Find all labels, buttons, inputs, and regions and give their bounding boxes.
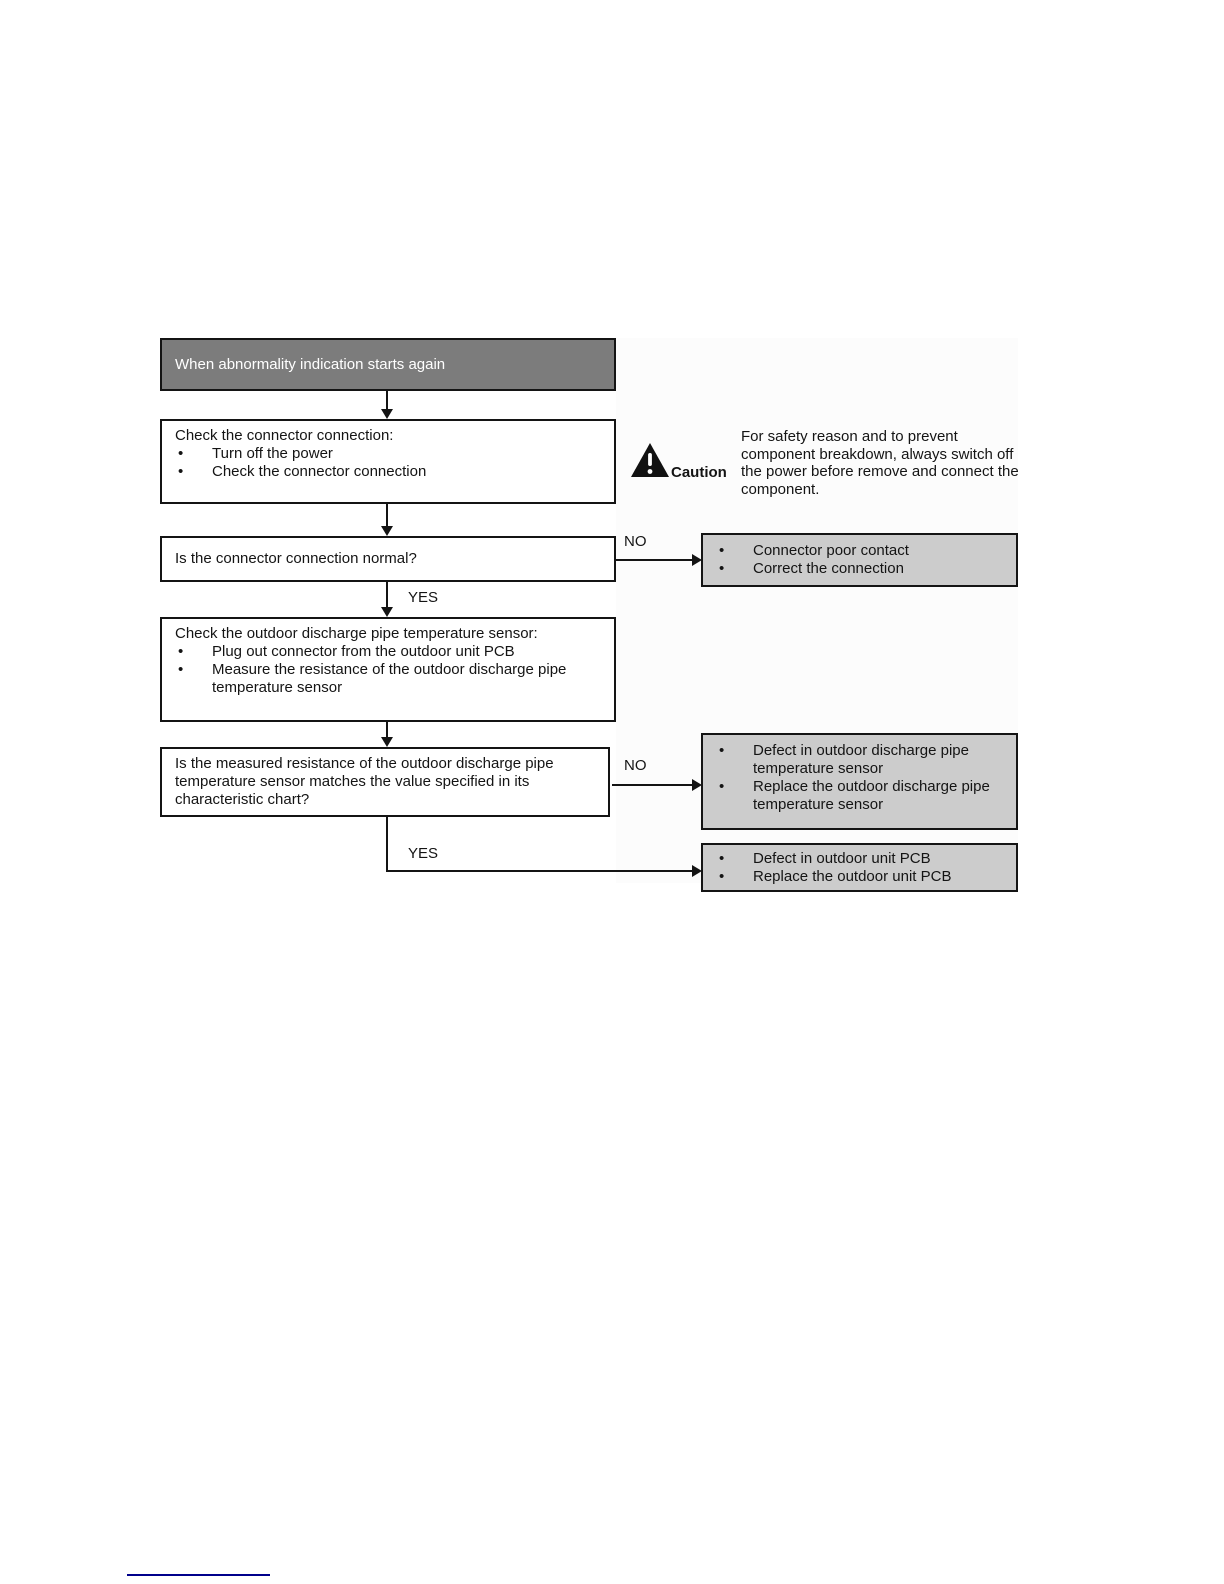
connector-line [386,722,388,738]
list-item-text: Replace the outdoor unit PCB [753,868,952,885]
connector-line [386,391,388,409]
connector-line [386,582,388,607]
edge-label-no: NO [624,533,647,550]
bullet-icon: • [719,778,725,795]
arrow-down-icon [381,409,393,419]
list-item-text: Defect in outdoor discharge pipe tempera… [753,742,969,777]
bullet-icon: • [719,742,725,759]
connector-line [386,504,388,527]
decision-question: Is the connector connection normal? [175,550,417,567]
list-item-text: Replace the outdoor discharge pipe tempe… [753,778,990,813]
connector-line [386,817,388,872]
arrow-down-icon [381,526,393,536]
list-item: • Plug out connector from the outdoor un… [175,643,606,661]
list-item: • Check the connector connection [175,463,606,481]
list-item: • Replace the outdoor unit PCB [716,868,1008,886]
connector-line [386,870,692,872]
connector-line [612,784,692,786]
list-item: • Replace the outdoor discharge pipe tem… [716,778,1008,814]
bullet-icon: • [178,643,184,660]
edge-label-yes: YES [408,589,439,606]
arrow-down-icon [381,607,393,617]
list-item: • Defect in outdoor discharge pipe tempe… [716,742,1008,778]
process-title: Check the outdoor discharge pipe tempera… [175,625,538,642]
arrow-right-icon [692,865,702,877]
list-item: • Connector poor contact [716,542,1008,560]
decision-resistance-match: Is the measured resistance of the outdoo… [160,747,610,817]
arrow-right-icon [692,554,702,566]
decision-connector-normal: Is the connector connection normal? [160,536,616,582]
list-item-text: Plug out connector from the outdoor unit… [212,643,515,660]
arrow-right-icon [692,779,702,791]
process-check-connector: Check the connector connection: • Turn o… [160,419,616,504]
list-item-text: Correct the connection [753,560,904,577]
list-item: • Correct the connection [716,560,1008,578]
process-title: Check the connector connection: [175,427,394,444]
edge-label-no: NO [624,757,647,774]
edge-label-yes: YES [408,845,439,862]
bullet-icon: • [178,661,184,678]
result-connector-poor-contact: • Connector poor contact • Correct the c… [701,533,1018,587]
process-check-sensor: Check the outdoor discharge pipe tempera… [160,617,616,722]
list-item: • Turn off the power [175,445,606,463]
list-item-text: Check the connector connection [212,463,427,480]
list-item: • Measure the resistance of the outdoor … [175,661,606,697]
bullet-icon: • [719,850,725,867]
bullet-icon: • [178,445,184,462]
decision-question: Is the measured resistance of the outdoo… [175,755,554,808]
list-item: • Defect in outdoor unit PCB [716,850,1008,868]
bullet-icon: • [719,542,725,559]
bullet-icon: • [719,868,725,885]
bullet-icon: • [178,463,184,480]
flowchart-start-node: When abnormality indication starts again [160,338,616,391]
caution-warning-icon [630,442,670,484]
footer-rule [127,1574,270,1576]
connector-line [616,559,692,561]
arrow-down-icon [381,737,393,747]
list-item-text: Connector poor contact [753,542,909,559]
list-item-text: Measure the resistance of the outdoor di… [212,661,567,696]
result-pcb-defect: • Defect in outdoor unit PCB • Replace t… [701,843,1018,892]
list-item-text: Defect in outdoor unit PCB [753,850,931,867]
result-sensor-defect: • Defect in outdoor discharge pipe tempe… [701,733,1018,830]
caution-note: For safety reason and to prevent compone… [741,428,1019,498]
list-item-text: Turn off the power [212,445,333,462]
start-node-label: When abnormality indication starts again [175,355,446,373]
caution-label: Caution [671,464,727,481]
bullet-icon: • [719,560,725,577]
